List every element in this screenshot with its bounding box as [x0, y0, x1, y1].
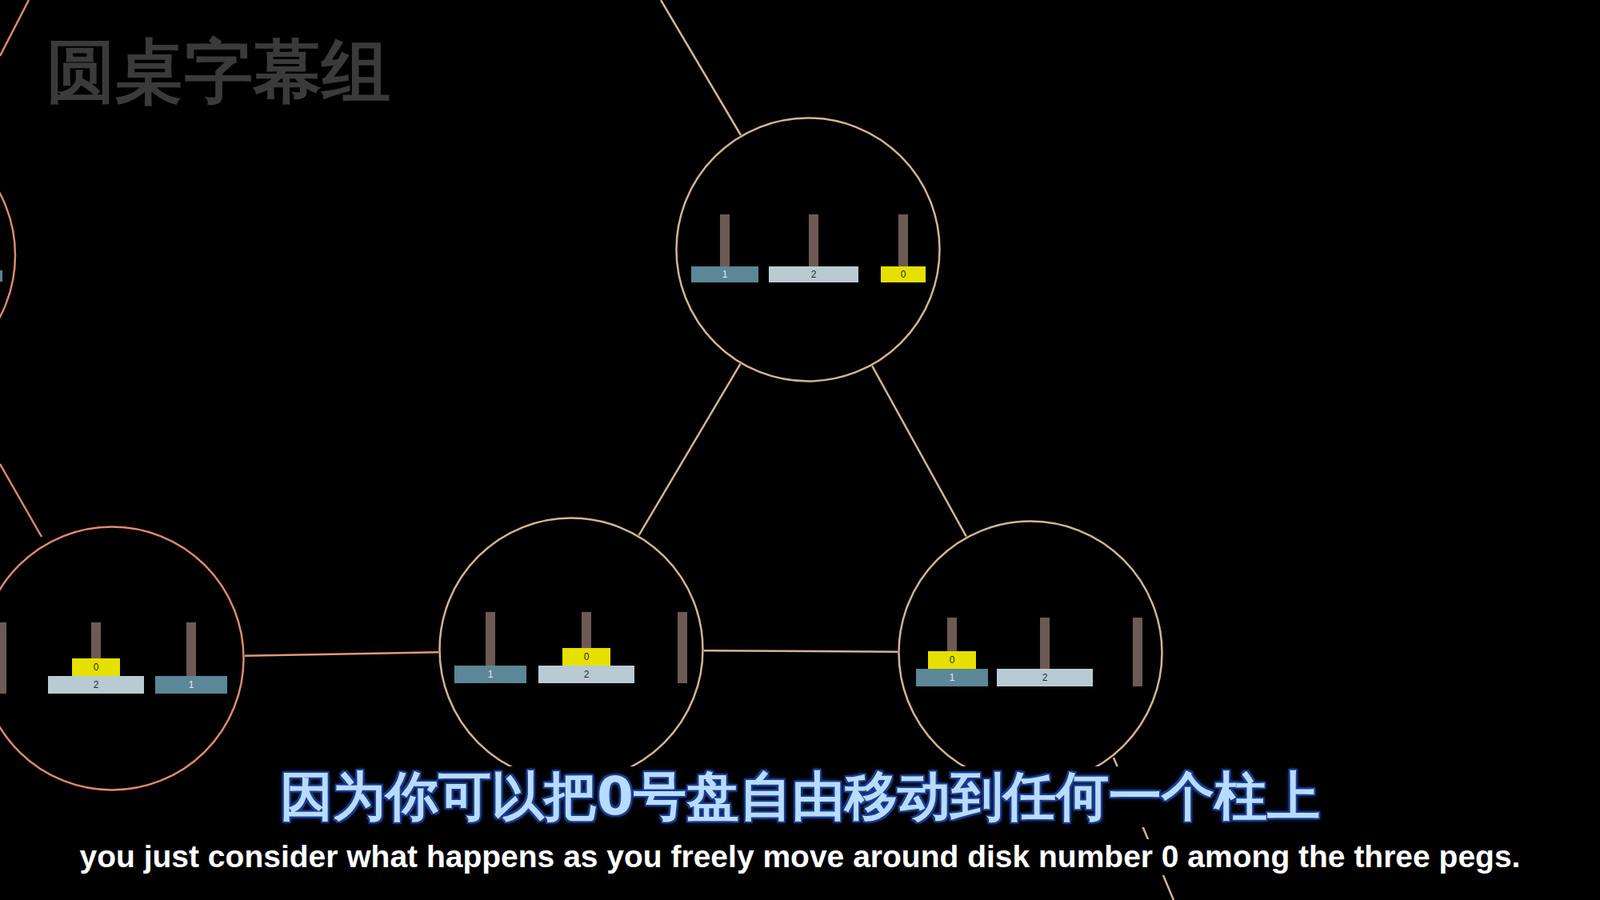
subtitle-chinese: 因为你可以把0号盘自由移动到任何一个柱上	[276, 766, 1324, 828]
watermark: 圆桌字幕组	[43, 32, 394, 112]
disk: 0	[880, 266, 926, 283]
circle-border	[676, 118, 940, 382]
disk: 2	[768, 266, 859, 283]
disk-number: 1	[188, 680, 195, 690]
disk-number: 1	[488, 669, 494, 680]
disk: 0	[562, 648, 611, 666]
state-circle: 0 1 2	[897, 520, 1164, 786]
disk-number: 0	[900, 269, 907, 280]
disk-number: 0	[584, 652, 590, 662]
disk: 0	[72, 658, 120, 676]
circle-outline	[0, 525, 245, 792]
circle-border	[440, 518, 704, 782]
circle-outline	[675, 116, 941, 383]
peg	[677, 612, 688, 684]
circle-border	[0, 527, 244, 791]
disk: 1	[155, 676, 228, 694]
disk-number: 1	[949, 672, 956, 683]
circle-border	[899, 521, 1163, 785]
state-edge	[872, 365, 967, 536]
disk: 2	[48, 676, 144, 694]
disk: 1	[691, 266, 759, 283]
state-circle: 0 2 1	[0, 525, 245, 792]
state-circle: 1 0 2	[438, 516, 704, 783]
partial-disk	[0, 270, 3, 282]
state-edge	[244, 652, 439, 656]
disk-number: 2	[811, 269, 817, 280]
state-edge	[704, 650, 898, 652]
disk: 0	[928, 651, 976, 669]
disk-number: 1	[722, 269, 728, 280]
disk: 1	[454, 665, 527, 684]
partial-state-circle	[0, 122, 16, 388]
offscreen-edge	[660, 0, 741, 136]
peg	[1132, 617, 1143, 687]
state-circle: 1 2 0	[675, 116, 941, 383]
offscreen-edge	[0, 464, 42, 537]
disk: 2	[538, 665, 635, 684]
disk: 2	[996, 668, 1093, 687]
peg	[0, 622, 7, 694]
disk-number: 2	[93, 680, 100, 690]
disk: 1	[916, 668, 988, 687]
subtitle-english: you just consider what happens as you fr…	[76, 839, 1524, 876]
disk-number: 0	[949, 655, 956, 665]
state-edge	[639, 364, 741, 536]
disk-number: 0	[93, 662, 100, 672]
disk-number: 2	[584, 669, 590, 680]
offscreen-edge	[0, 0, 29, 56]
disk-number: 2	[1042, 672, 1048, 683]
